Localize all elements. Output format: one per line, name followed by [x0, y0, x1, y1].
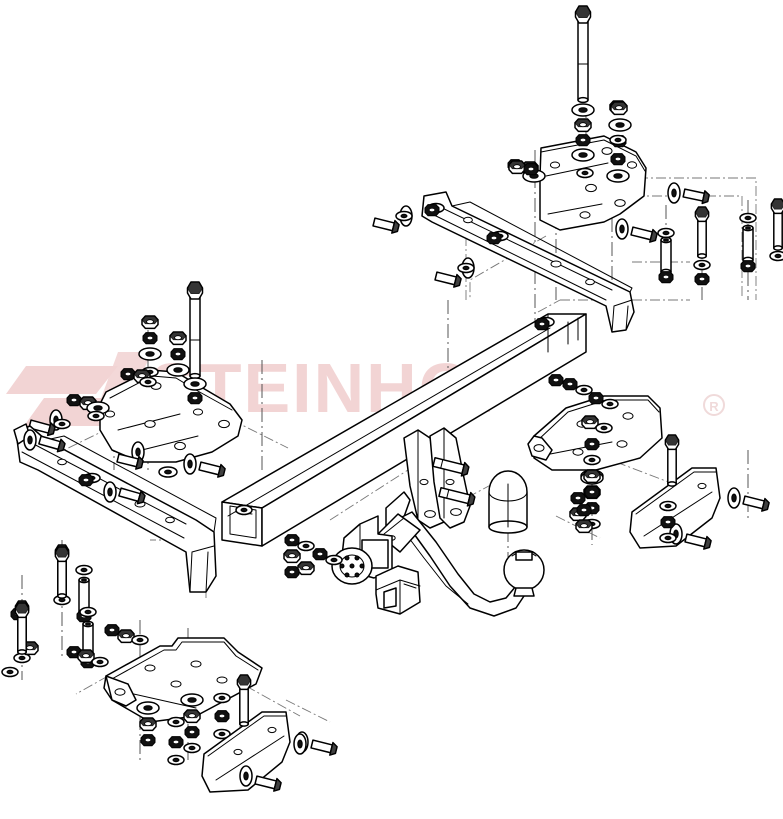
hardware-column-right-2: [693, 206, 711, 286]
crossbeam: [221, 313, 587, 547]
fastener-right-of-bracket-1: [667, 182, 711, 206]
socket-7pin: [375, 565, 421, 615]
hardware-column-right-1: [657, 227, 675, 284]
fastener-right-gusset-1: [727, 487, 771, 514]
bolt-above-right-gusset: [664, 434, 680, 487]
hardware-below-left-plate-4: [213, 692, 231, 740]
towball-cap: [488, 470, 528, 534]
bolt-above-left-gusset: [236, 674, 252, 727]
hardware-between-right-plates-3: [659, 500, 677, 544]
side-rail-right: [421, 191, 635, 333]
bracket-right: [539, 135, 647, 231]
hardware-stack-top-centre: [571, 5, 595, 179]
plate-right-lower: [527, 395, 663, 471]
gusset-left: [201, 711, 291, 793]
fastener-left-bracket-2: [183, 453, 227, 480]
fastener-below-bracket-1: [615, 218, 659, 245]
bolt-lower-left-a: [54, 546, 70, 599]
socket-plate: [331, 515, 393, 585]
hardware-column-right-4: [769, 198, 783, 262]
bolt-bottom-right-area: [293, 733, 307, 755]
fastener-left-of-right-rail-2: [433, 257, 475, 290]
hardware-below-left-plate-1: [136, 701, 160, 747]
bolt-lower-left-b: [14, 602, 30, 655]
hardware-below-left-plate-3: [167, 716, 185, 766]
